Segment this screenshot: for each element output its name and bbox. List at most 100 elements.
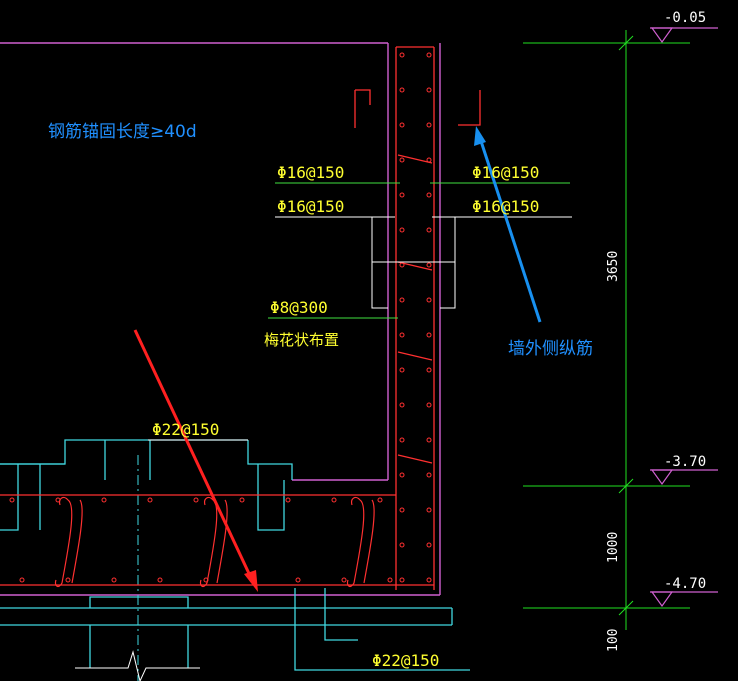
rebar-label-out-1: Φ16@150 bbox=[472, 163, 539, 182]
wall-bar-dot bbox=[399, 542, 405, 548]
slab-top-label: Φ22@150 bbox=[152, 420, 219, 439]
slab-tie bbox=[346, 496, 365, 588]
slab-bar-dot bbox=[101, 497, 107, 503]
dimension-system bbox=[523, 30, 690, 630]
wall-bar-dot bbox=[399, 507, 405, 513]
wall-bar-dot bbox=[399, 87, 405, 93]
slab-tie bbox=[71, 499, 83, 584]
wall-bar-dot bbox=[426, 122, 432, 128]
wall-bar-dot bbox=[426, 52, 432, 58]
leader-box-right bbox=[440, 217, 456, 309]
rebar-label-in-1: Φ16@150 bbox=[277, 163, 344, 182]
wall-tie bbox=[397, 454, 433, 464]
slab-bar-dot bbox=[111, 577, 117, 583]
dim-cushion: 100 bbox=[606, 629, 621, 652]
leader-box-left bbox=[371, 217, 388, 309]
pile-cap-top bbox=[89, 596, 189, 608]
footing-outline bbox=[0, 439, 470, 671]
slab-rebar-dots bbox=[9, 497, 393, 583]
wall-bar-dot bbox=[399, 122, 405, 128]
slab-bar-dot bbox=[341, 577, 347, 583]
wall-bar-dot bbox=[399, 192, 405, 198]
concrete-outline bbox=[0, 42, 441, 596]
wall-rebar-dots bbox=[399, 52, 432, 583]
wall-bar-dot bbox=[399, 472, 405, 478]
wall-bar-dot bbox=[426, 297, 432, 303]
anchor-hook-left-top bbox=[355, 89, 371, 105]
wall-bar-dot bbox=[426, 437, 432, 443]
slab-bar-dot bbox=[295, 577, 301, 583]
tie-bar-label: Φ8@300 bbox=[270, 298, 328, 317]
slab-bar-dot bbox=[239, 497, 245, 503]
anchor-note: 钢筋锚固长度≥40d bbox=[48, 122, 197, 142]
slab-bar-dot bbox=[19, 577, 25, 583]
wall-bar-dot bbox=[399, 577, 405, 583]
slab-tie bbox=[199, 496, 218, 588]
wall-outer-note: 墙外侧纵筋 bbox=[508, 339, 593, 359]
slab-bar-dot bbox=[9, 497, 15, 503]
wall-bar-dot bbox=[426, 367, 432, 373]
wall-bar-dot bbox=[426, 577, 432, 583]
slab-bar-dot bbox=[193, 497, 199, 503]
footing-step bbox=[247, 440, 293, 480]
slab-tie bbox=[54, 496, 73, 588]
elevation-top-label: -0.05 bbox=[664, 10, 706, 26]
elevation-triangle-bottom bbox=[650, 591, 674, 608]
dim-wall-height: 3650 bbox=[606, 251, 621, 282]
elevation-mid-label: -3.70 bbox=[664, 454, 706, 470]
slab-bar-dot bbox=[387, 577, 393, 583]
footing-top-left bbox=[0, 439, 248, 465]
wall-bar-dot bbox=[399, 332, 405, 338]
slab-bar-dot bbox=[157, 577, 163, 583]
arrow-red-head bbox=[244, 570, 258, 592]
wall-bar-dot bbox=[399, 297, 405, 303]
tie-layout-label: 梅花状布置 bbox=[264, 331, 339, 349]
wall-bar-dot bbox=[426, 157, 432, 163]
break-line bbox=[75, 650, 200, 681]
wall-bar-dot bbox=[426, 87, 432, 93]
dim-slab-thickness: 1000 bbox=[606, 532, 621, 563]
footing-left-pile bbox=[0, 464, 19, 531]
rebar-label-out-2: Φ16@150 bbox=[472, 197, 539, 216]
slab-bar-dot bbox=[331, 497, 337, 503]
wall-bar-dot bbox=[399, 437, 405, 443]
wall-bar-dot bbox=[399, 52, 405, 58]
wall-bar-dot bbox=[399, 262, 405, 268]
rebar-label-in-2: Φ16@150 bbox=[277, 197, 344, 216]
slab-tie bbox=[363, 499, 375, 584]
wall-bar-dot bbox=[399, 402, 405, 408]
wall-bar-dot bbox=[426, 262, 432, 268]
wall-bar-dot bbox=[426, 542, 432, 548]
slab-bar-dot bbox=[55, 497, 61, 503]
slab-bar-dot bbox=[65, 577, 71, 583]
elevation-marks bbox=[650, 27, 718, 608]
arrow-red-shaft bbox=[133, 329, 254, 581]
elevation-bottom-label: -4.70 bbox=[664, 576, 706, 592]
elevation-triangle-top bbox=[650, 27, 674, 44]
wall-bar-dot bbox=[426, 192, 432, 198]
wall-tie bbox=[397, 351, 433, 361]
footing-right-pile bbox=[257, 464, 285, 531]
slab-bar-dot bbox=[377, 497, 383, 503]
wall-bar-dot bbox=[426, 227, 432, 233]
wall-bar-dot bbox=[426, 472, 432, 478]
slab-tie bbox=[216, 499, 228, 584]
wall-bar-dot bbox=[399, 227, 405, 233]
anchor-hook-right bbox=[458, 90, 481, 126]
wall-tie bbox=[397, 154, 433, 164]
arrow-blue-head bbox=[474, 126, 486, 146]
slab-bottom-label: Φ22@150 bbox=[372, 651, 439, 670]
arrows bbox=[133, 126, 542, 592]
wall-bar-dot bbox=[399, 367, 405, 373]
wall-bar-dot bbox=[399, 157, 405, 163]
label-leaders bbox=[148, 182, 572, 441]
wall-bar-dot bbox=[426, 507, 432, 513]
slab-bar-dot bbox=[203, 577, 209, 583]
wall-tie-group bbox=[397, 154, 433, 464]
wall-bar-dot bbox=[426, 332, 432, 338]
slab-tie-group bbox=[54, 496, 375, 588]
slab-bottom-leader-inner bbox=[324, 588, 358, 641]
arrow-blue-shaft bbox=[478, 137, 542, 323]
